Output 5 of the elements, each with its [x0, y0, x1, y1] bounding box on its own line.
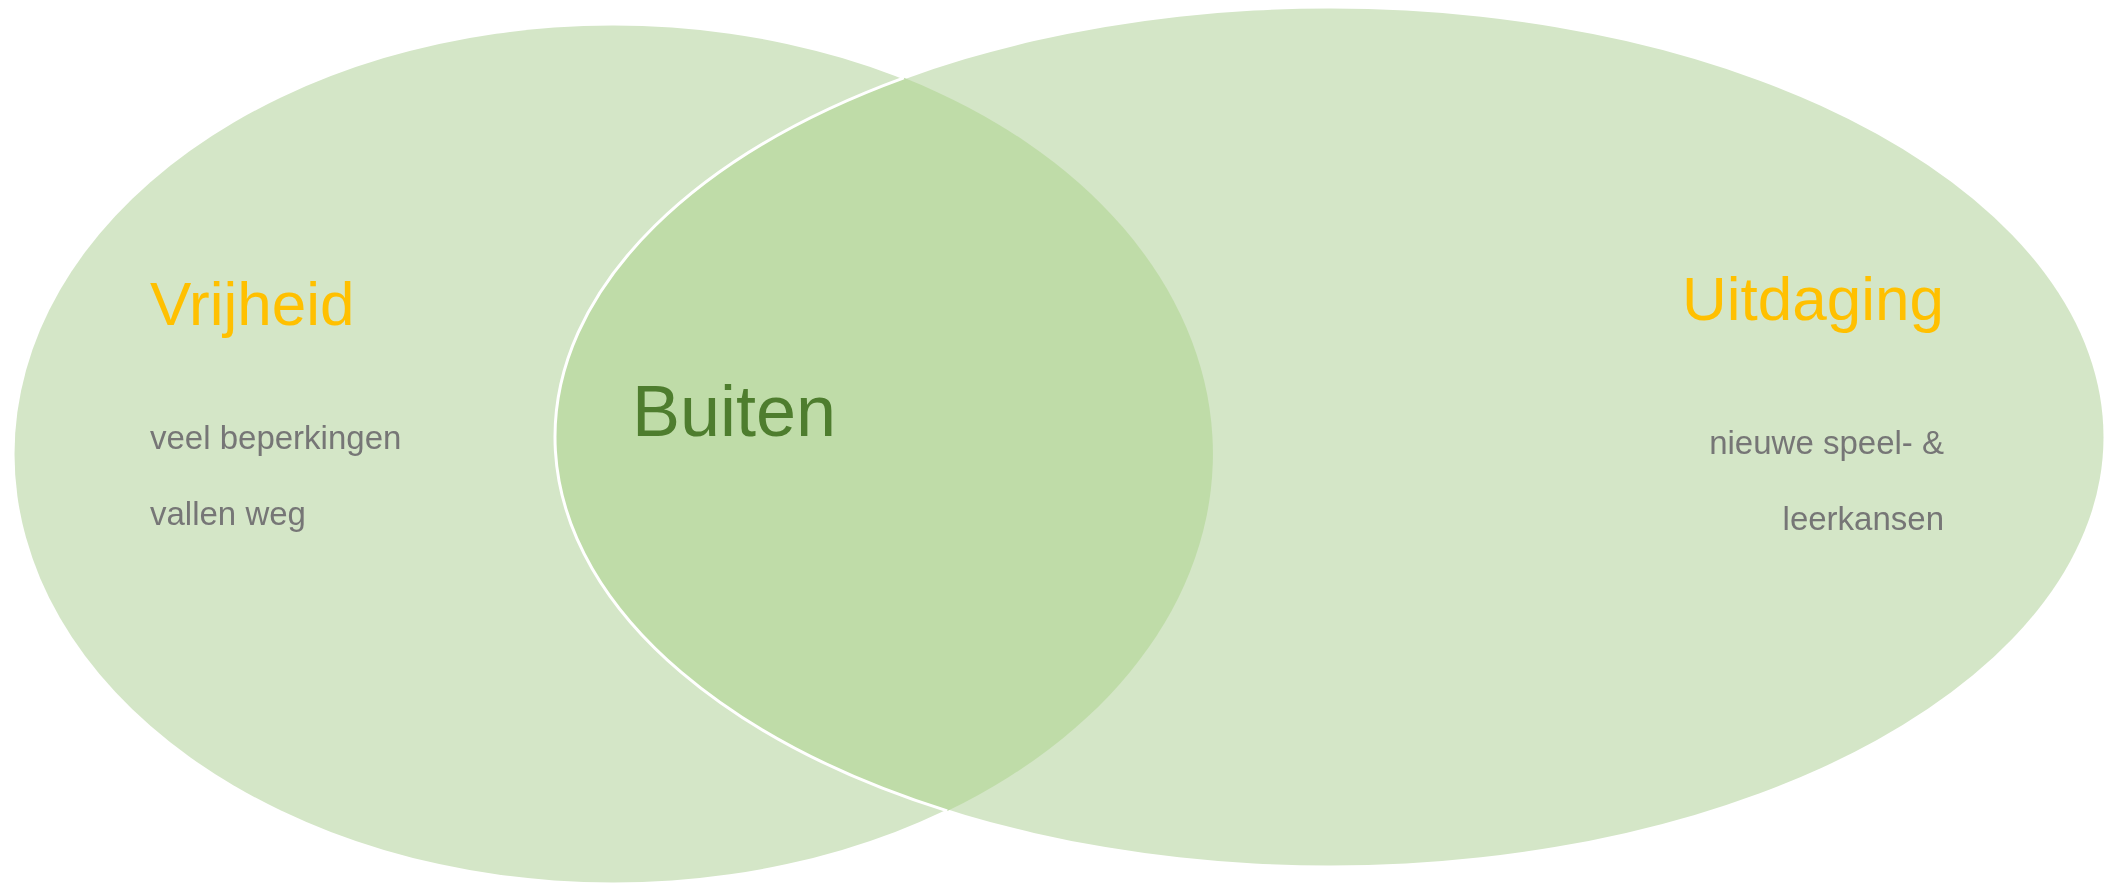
heading: Vrijheid [150, 270, 355, 339]
heading: Uitdaging [1682, 265, 1944, 334]
description: veel beperkingen vallen weg [150, 418, 403, 534]
description: nieuwe speel- & leerkansen [1708, 423, 1944, 539]
heading: Buiten [632, 370, 837, 452]
